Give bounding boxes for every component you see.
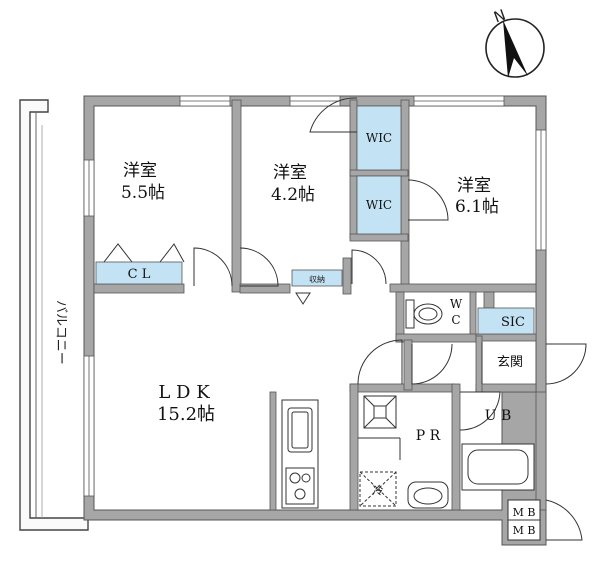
windows xyxy=(83,95,547,497)
wall-kitchen-left xyxy=(269,391,277,511)
mb-label-bottom: M B xyxy=(513,524,536,537)
closet-label: C L xyxy=(128,267,151,282)
wall-pr-left xyxy=(349,383,359,511)
sic xyxy=(477,307,535,335)
closet-door-mark xyxy=(103,243,133,263)
compass: N xyxy=(485,6,545,78)
washbasin-bowl xyxy=(413,487,443,505)
closet xyxy=(95,261,183,285)
room-size-western-left: 5.5帖 xyxy=(121,183,165,203)
burner-icon xyxy=(301,473,311,483)
pr-label: P R xyxy=(416,428,441,444)
room-size-western-mid: 4.2帖 xyxy=(271,185,315,205)
ldk-door-mark xyxy=(295,292,311,305)
ub-label: U B xyxy=(485,408,512,424)
wall-bedrooms-bottom-mid xyxy=(239,283,291,294)
wall-ub-right xyxy=(535,391,547,511)
wall-wc-right xyxy=(469,291,477,337)
door-mid-bedroom xyxy=(239,247,279,287)
fridge-cross xyxy=(359,471,397,507)
balcony-outline xyxy=(19,99,89,531)
closet-door-mark xyxy=(159,243,185,263)
room-name-western-mid: 洋室 xyxy=(273,163,307,183)
stove-icon xyxy=(285,467,315,505)
fridge-cross xyxy=(359,471,397,507)
door-wc xyxy=(411,343,453,385)
balcony-label: バルコニー xyxy=(53,300,68,365)
wic-bottom xyxy=(356,175,402,235)
closet-doors xyxy=(103,243,311,305)
wc-label-w: W xyxy=(450,297,463,311)
compass-circle xyxy=(485,18,545,78)
balcony: バルコニー xyxy=(19,99,89,531)
wall-pr-left-upper xyxy=(403,339,413,391)
fixtures xyxy=(281,299,541,541)
wall-ub-left xyxy=(451,383,461,511)
door-right-bedroom xyxy=(351,249,387,285)
mb-label-top: M B xyxy=(513,506,536,519)
wall-storage-right xyxy=(342,257,352,295)
door-wic-bottom xyxy=(407,179,449,221)
door-ub xyxy=(459,391,501,431)
wc-label-c: C xyxy=(451,313,460,327)
wall-wic-mid xyxy=(349,169,409,177)
wall-entrance-left xyxy=(475,335,483,393)
wall-bedrooms-bottom-left xyxy=(93,283,185,294)
wall-pr-top xyxy=(349,383,455,393)
storage-areas xyxy=(95,105,535,335)
storage-small xyxy=(291,269,343,287)
door-entrance xyxy=(545,343,587,385)
door-left-bedroom xyxy=(193,247,233,287)
entrance-label: 玄関 xyxy=(497,355,523,370)
compass-north-label: N xyxy=(491,6,508,27)
wall-left-mid xyxy=(231,99,242,293)
compass-needle-icon xyxy=(503,20,528,78)
bathtub-icon xyxy=(461,443,535,491)
wic-bottom-label: WIC xyxy=(366,198,392,212)
room-labels: 洋室 5.5帖 洋室 4.2帖 洋室 6.1帖 L D K 15.2帖 WIC … xyxy=(121,131,535,537)
wall-bedroom-right-bottom xyxy=(389,283,537,293)
storage-label: 収納 xyxy=(309,274,325,284)
doors xyxy=(193,97,587,541)
wall-wic-left xyxy=(349,99,358,239)
wall-sic xyxy=(483,291,495,309)
door-mb xyxy=(545,499,583,541)
washer-drain xyxy=(373,405,387,419)
bathtub-inner xyxy=(467,449,529,485)
room-name-ldk: L D K xyxy=(158,382,210,403)
wic-top-label: WIC xyxy=(366,131,392,145)
toilet-icon xyxy=(405,299,443,329)
sic-label: SIC xyxy=(501,315,525,330)
door-pr xyxy=(357,339,403,385)
room-name-western-right: 洋室 xyxy=(457,176,491,196)
wall-entrance-top xyxy=(475,333,537,342)
burner-icon xyxy=(289,472,301,484)
wall-mid-right xyxy=(400,99,410,291)
fridge-label: 冷 xyxy=(373,484,384,497)
room-size-ldk: 15.2帖 xyxy=(157,404,215,425)
wall-wic-bottom xyxy=(349,233,409,242)
kitchen-sink-icon xyxy=(287,407,313,453)
room-name-western-left: 洋室 xyxy=(123,161,157,181)
wic-top xyxy=(356,105,402,171)
kitchen-sink-inner xyxy=(291,411,309,449)
door-wic-top xyxy=(309,97,358,133)
wall-entrance-bottom xyxy=(475,383,537,393)
room-size-western-right: 6.1帖 xyxy=(455,197,499,217)
burner-icon xyxy=(294,488,306,500)
